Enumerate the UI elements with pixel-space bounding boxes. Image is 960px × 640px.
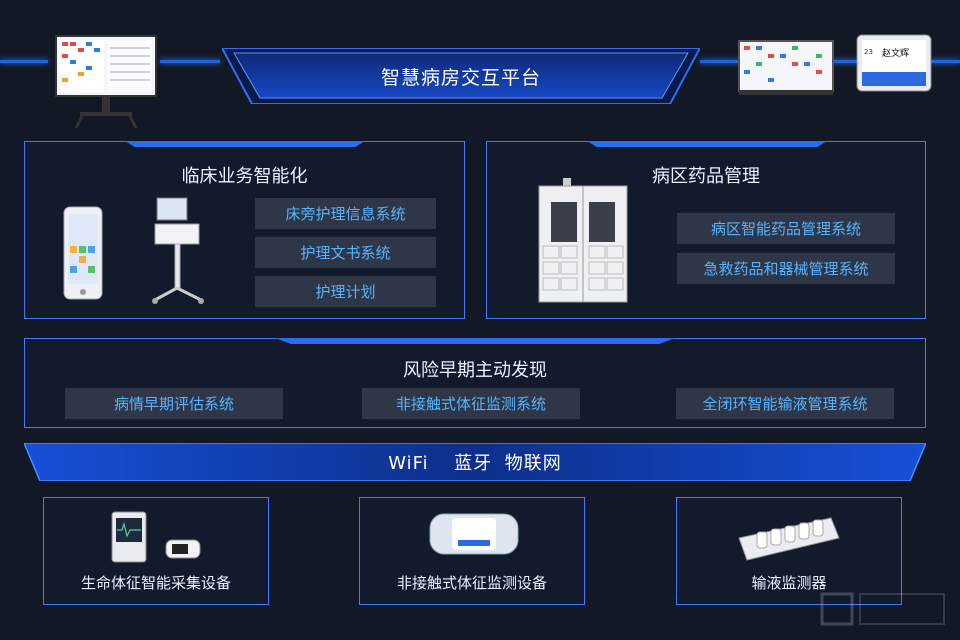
risk-title: 风险早期主动发现: [25, 356, 925, 382]
system-nursing-documents: 护理文书系统: [255, 237, 436, 268]
pharmacy-panel-tab: [587, 141, 827, 147]
device-panel-contactless: 非接触式体征监测设备: [359, 497, 585, 605]
network-bar: WiFi 蓝牙 物联网: [24, 443, 926, 481]
top-line-left: [0, 60, 48, 63]
medicine-cabinet-device: [537, 178, 629, 308]
monitor-device: [738, 40, 834, 96]
clinical-title: 临床业务智能化: [25, 162, 464, 188]
system-contactless-monitoring: 非接触式体征监测系统: [362, 388, 580, 419]
device-label-vitals: 生命体征智能采集设备: [44, 572, 268, 593]
system-early-assessment: 病情早期评估系统: [65, 388, 283, 419]
tablet-device: [63, 206, 103, 300]
watermark-logo: [820, 590, 950, 630]
network-label: WiFi 蓝牙 物联网: [24, 443, 926, 481]
device-panel-infusion: 输液监测器: [676, 497, 902, 605]
terminal-bed-number: 23: [864, 48, 873, 56]
display-screen-device: [52, 34, 160, 130]
platform-banner: 智慧病房交互平台: [222, 48, 700, 104]
clinical-panel: 临床业务智能化 床旁护理信息系统 护理文书系统 护理计划: [24, 141, 465, 319]
risk-panel-tab: [275, 338, 675, 344]
top-line-right: [700, 60, 740, 63]
nursing-cart-device: [149, 196, 209, 306]
vital-monitor-device: [108, 510, 208, 566]
system-nursing-plan: 护理计划: [255, 276, 436, 307]
risk-panel: 风险早期主动发现 病情早期评估系统 非接触式体征监测系统 全闭环智能输液管理系统: [24, 338, 926, 428]
system-drug-management: 病区智能药品管理系统: [677, 213, 895, 244]
pharmacy-panel: 病区药品管理 病区智能药品管理系统 急救药品和器械管理系统: [486, 141, 926, 319]
system-emergency-drugs: 急救药品和器械管理系统: [677, 253, 895, 284]
terminal-patient-name: 赵文辉: [882, 46, 909, 59]
device-panel-vitals: 生命体征智能采集设备: [43, 497, 269, 605]
top-line-right-3: [930, 60, 960, 63]
device-label-contactless: 非接触式体征监测设备: [360, 572, 584, 593]
system-closed-loop-infusion: 全闭环智能输液管理系统: [676, 388, 894, 419]
bedside-terminal-device: 23 赵文辉: [856, 34, 932, 94]
system-bedside-nursing: 床旁护理信息系统: [255, 198, 436, 229]
top-line-left-2: [160, 60, 220, 63]
contactless-pad-device: [424, 508, 524, 564]
infusion-monitor-device: [735, 510, 845, 566]
platform-title: 智慧病房交互平台: [222, 48, 700, 104]
clinical-panel-tab: [125, 141, 365, 147]
